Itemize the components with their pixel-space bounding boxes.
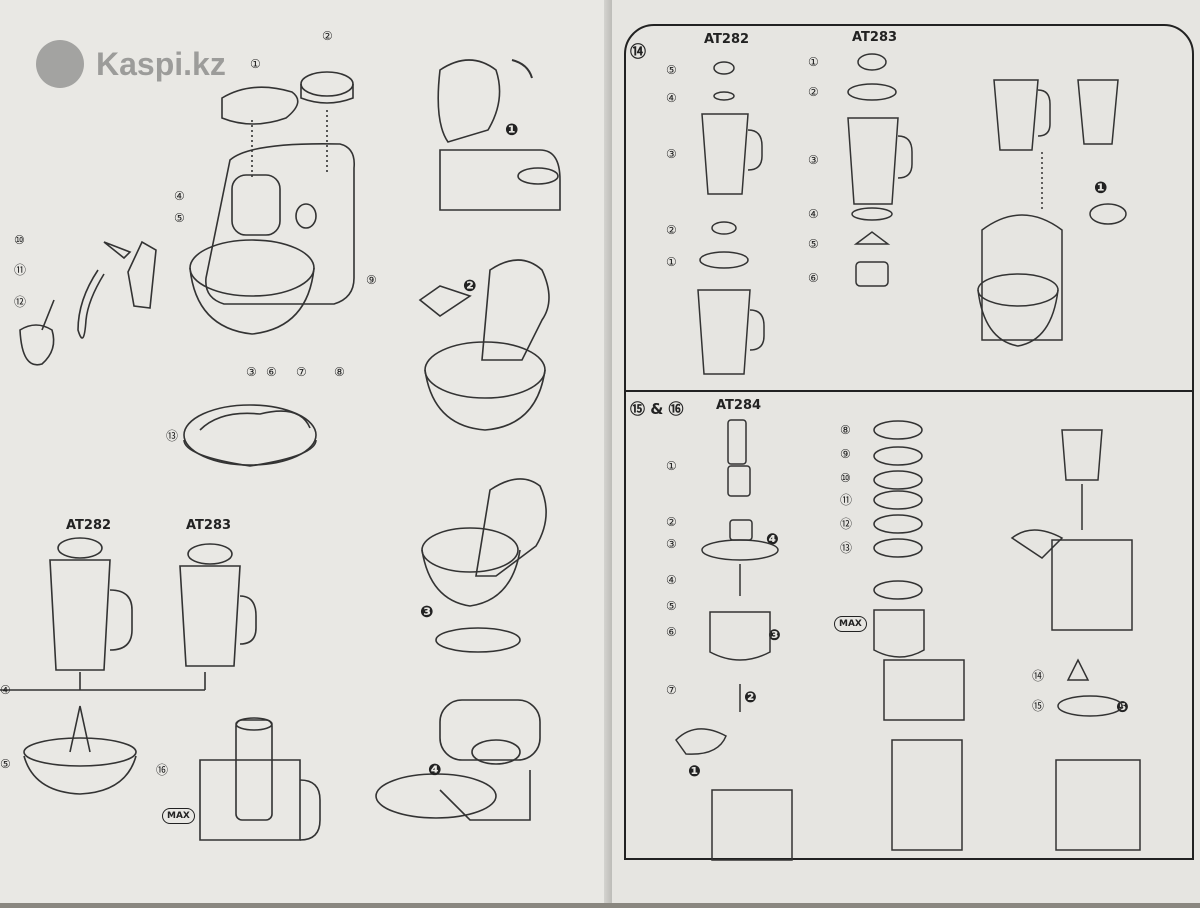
svg-text:⑪: ⑪ [840,493,852,507]
section-15-16-frame [624,390,1194,860]
svg-text:②: ② [808,85,819,99]
svg-text:④: ④ [666,573,677,587]
kaspi-watermark: Kaspi.kz [36,40,226,88]
section-14-step-1: ❶ [1094,178,1108,197]
svg-text:⑩: ⑩ [14,233,25,247]
svg-text:⑬: ⑬ [840,541,852,555]
citrus-juicer-drawing [23,705,137,795]
watermark-brand: Kaspi.kz [96,45,226,82]
svg-text:⑬: ⑬ [166,429,178,443]
svg-text:⑤: ⑤ [666,63,677,77]
juicer-assembly-drawing [1010,429,1141,851]
svg-text:⑦: ⑦ [666,683,677,697]
svg-text:⑫: ⑫ [840,517,852,531]
svg-text:⑩: ⑩ [840,471,851,485]
svg-text:⑥: ⑥ [266,365,277,379]
svg-text:③: ③ [808,153,819,167]
svg-text:⑯: ⑯ [156,763,168,777]
step-marker-4: ❹ [428,760,442,779]
svg-text:①: ① [666,459,677,473]
svg-text:③: ③ [666,147,677,161]
svg-text:⑭: ⑭ [1032,669,1044,683]
mixer-head-up-drawing [437,59,561,211]
kaspi-logo-icon [36,40,84,88]
svg-text:⑤: ⑤ [0,757,11,771]
section-14-number: ⑭ [630,42,647,61]
step-marker-3: ❸ [420,602,434,621]
section-b-step-3: ❸ [768,626,781,644]
disc-stack-drawing [873,420,965,851]
svg-text:③: ③ [666,537,677,551]
svg-text:⑤: ⑤ [666,599,677,613]
blender-at283-drawing [179,543,257,667]
svg-text:②: ② [322,29,333,43]
section-b-step-2: ❷ [744,688,757,706]
at284-exploded-drawing [675,419,793,861]
right-page: ⑭ AT282 AT283 ❶ ⑮ & ⑯ AT284 MAX ❶ ❷ ❸ ❹ … [612,0,1200,903]
section-15-16-model: AT284 [716,398,762,413]
svg-text:⑧: ⑧ [840,423,851,437]
svg-text:⑥: ⑥ [666,625,677,639]
section-b-max-badge: MAX [834,616,867,632]
svg-text:②: ② [666,223,677,237]
svg-text:④: ④ [174,189,185,203]
mixer-bowl-lock-drawing [421,478,547,653]
left-page-illustrations: ① ② ④ ⑤ ⑩ ⑪ ⑫ ③⑥ ⑦ ⑧ ⑨ ⑬ ④ ⑤ ⑯ [0,29,561,841]
section-b-step-1: ❶ [688,762,701,780]
svg-text:⑫: ⑫ [14,295,26,309]
svg-text:③: ③ [246,365,257,379]
mixer-attach-tool-drawing [418,259,550,431]
right-page-illustrations: ⑤ ④ ③ ② ① ① ② ③ ④ ⑤ ⑥ ① ② ③ ④ ⑤ ⑥ ⑦ ⑧ ⑨ ⑩ ⑪ ⑫ ⑬ ⑭ ⑮ [666,53,1141,861]
svg-text:⑥: ⑥ [808,271,819,285]
svg-text:⑨: ⑨ [366,273,377,287]
svg-text:⑪: ⑪ [14,263,26,277]
svg-text:④: ④ [808,207,819,221]
mixer-splash-guard-fit-drawing [375,699,541,821]
at283-exploded-drawing [847,53,913,287]
model-label-at283: AT283 [186,518,232,533]
step-marker-2: ❷ [463,276,477,295]
blender-at282-drawing [49,537,133,671]
splash-guard-drawing [183,404,317,467]
svg-text:⑧: ⑧ [334,365,345,379]
svg-text:②: ② [666,515,677,529]
svg-text:④: ④ [0,683,11,697]
svg-text:⑦: ⑦ [296,365,307,379]
svg-text:④: ④ [666,91,677,105]
svg-text:⑤: ⑤ [808,237,819,251]
svg-text:①: ① [250,57,261,71]
section-15-16-number: ⑮ & ⑯ [630,400,684,418]
section-14-assembly-drawing [977,79,1127,347]
section-14-model-at282: AT282 [704,32,750,47]
food-processor-drawing [199,717,321,841]
section-14-model-at283: AT283 [852,30,898,45]
max-badge: MAX [162,808,195,824]
svg-text:①: ① [666,255,677,269]
svg-text:①: ① [808,55,819,69]
svg-text:⑤: ⑤ [174,211,185,225]
right-callout-numbers: ⑤ ④ ③ ② ① ① ② ③ ④ ⑤ ⑥ ① ② ③ ④ ⑤ ⑥ ⑦ ⑧ ⑨ ⑩ ⑪ ⑫ ⑬ ⑭ ⑮ [666,55,1044,713]
stand-mixer-drawing [189,71,356,335]
svg-text:⑨: ⑨ [840,447,851,461]
step-marker-1: ❶ [505,120,519,139]
svg-text:⑮: ⑮ [1032,699,1044,713]
mixer-tools-drawing [19,240,157,366]
model-label-at282: AT282 [66,518,112,533]
at282-exploded-drawing [697,61,765,375]
